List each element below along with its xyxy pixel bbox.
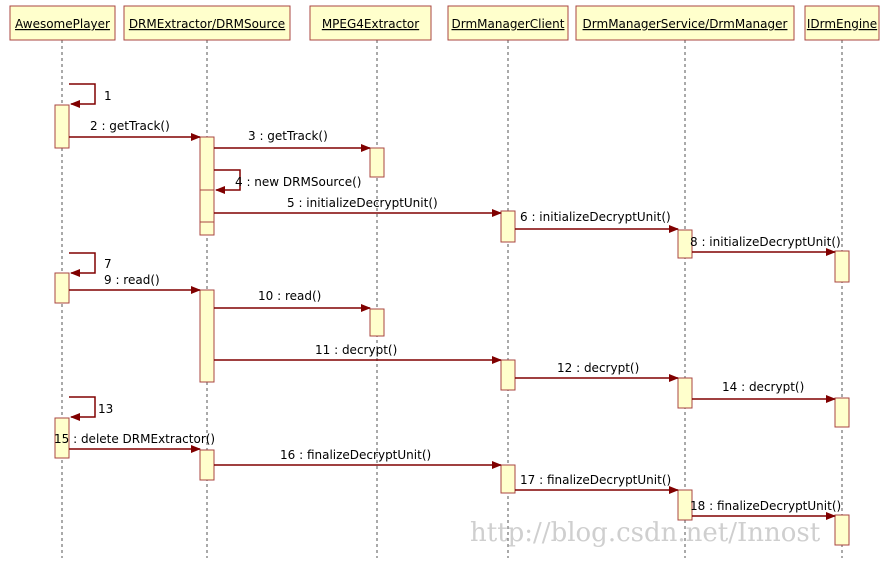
participant-box [804,5,880,41]
message-label: 6 : initializeDecryptUnit() [520,210,671,224]
message-9: 9 : read() [69,273,201,294]
participant-label: DRMExtractor/DRMSource [129,17,285,31]
message-1: 1 [69,83,112,108]
activation-bar [199,449,215,481]
message-label: 18 : finalizeDecryptUnit() [690,499,841,513]
participant-label: DrmManagerClient [452,17,565,31]
activation-bar [834,514,850,546]
message-label: 14 : decrypt() [722,380,804,394]
activation-bar [369,147,385,178]
activation-bar [677,489,693,521]
participant-p5: IDrmEngine [804,5,880,41]
message-label: 17 : finalizeDecryptUnit() [520,473,671,487]
message-label: 9 : read() [104,273,160,287]
activation-bar [500,464,516,494]
message-6: 6 : initializeDecryptUnit() [515,210,679,233]
activation-bar [500,359,516,391]
participant-label: AwesomePlayer [15,17,110,31]
message-3: 3 : getTrack() [214,129,371,152]
activation-bar [199,289,215,383]
message-label: 8 : initializeDecryptUnit() [690,235,841,249]
participant-box [575,5,795,41]
participant-p2: MPEG4Extractor [309,5,432,41]
message-label: 3 : getTrack() [248,129,328,143]
participant-p4: DrmManagerService/DrmManager [575,5,795,41]
message-label: 15 : delete DRMExtractor() [54,432,215,446]
message-17: 17 : finalizeDecryptUnit() [515,473,679,494]
participant-box [447,5,569,41]
activation-bar [677,229,693,259]
message-13: 13 [69,396,113,421]
message-11: 11 : decrypt() [214,343,502,364]
message-5: 5 : initializeDecryptUnit() [214,196,502,217]
message-15: 15 : delete DRMExtractor() [54,432,215,453]
message-label: 7 [104,257,112,271]
activation-bar [834,250,850,283]
message-4: 4 : new DRMSource() [214,169,361,194]
message-label: 13 [98,402,113,416]
participant-label: DrmManagerService/DrmManager [583,17,788,31]
message-14: 14 : decrypt() [692,380,836,403]
message-label: 16 : finalizeDecryptUnit() [280,448,431,462]
activation-bar [369,308,385,337]
message-label: 11 : decrypt() [315,343,397,357]
activation-bar [54,272,70,304]
self-message-arrow [69,396,96,421]
activation-bar [54,104,70,149]
activation-bar [199,189,215,223]
participant-p3: DrmManagerClient [447,5,569,41]
participant-p0: AwesomePlayer [9,5,116,41]
participant-label: MPEG4Extractor [322,17,419,31]
message-12: 12 : decrypt() [515,361,679,382]
participant-label: IDrmEngine [807,17,877,31]
message-16: 16 : finalizeDecryptUnit() [214,448,502,469]
activation-bar [54,417,70,459]
self-message-arrow [69,83,96,108]
activation-bar [834,397,850,428]
message-label: 12 : decrypt() [557,361,639,375]
message-8: 8 : initializeDecryptUnit() [690,235,841,256]
participant-box [9,5,116,41]
message-10: 10 : read() [214,289,371,312]
message-label: 4 : new DRMSource() [235,175,361,189]
participant-p1: DRMExtractor/DRMSource [123,5,291,41]
self-message-arrow [214,169,241,194]
self-message-arrow [69,252,96,277]
participant-box [309,5,432,41]
watermark-text: http://blog.csdn.net/Innost [470,518,821,548]
message-7: 7 [69,252,112,277]
message-label: 1 [104,89,112,103]
participant-box [123,5,291,41]
activation-bar [677,377,693,409]
message-label: 10 : read() [258,289,321,303]
message-label: 5 : initializeDecryptUnit() [287,196,438,210]
activation-bar [500,210,516,243]
message-label: 2 : getTrack() [90,119,170,133]
message-18: 18 : finalizeDecryptUnit() [690,499,841,520]
message-2: 2 : getTrack() [69,119,201,141]
